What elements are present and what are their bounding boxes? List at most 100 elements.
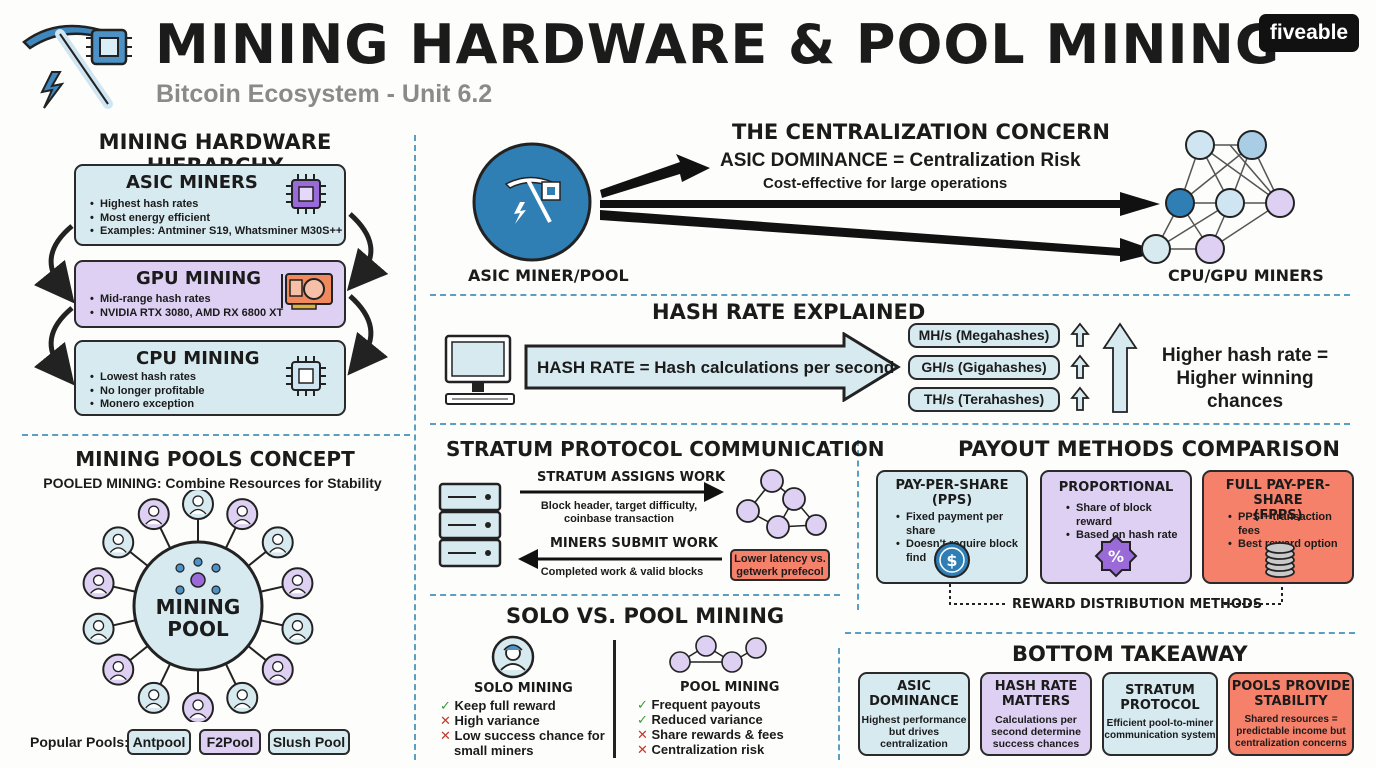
server-icon <box>438 482 502 568</box>
pool-title: POOL MINING <box>680 680 780 695</box>
divider-left <box>22 434 410 436</box>
hashrate-note: Higher hash rate = Higher winning chance… <box>1140 344 1350 413</box>
pool-tag-f2pool: F2Pool <box>199 729 261 755</box>
miner-user-icon <box>182 490 214 520</box>
solo-miner-icon <box>491 635 535 679</box>
takeaway-stratum-title2: PROTOCOL <box>1120 698 1200 713</box>
assigns-detail-line2: coinbase transaction <box>563 513 675 525</box>
pool-pro: ✓ Reduced variance <box>637 712 763 727</box>
unit-mhs-label: MH/s (Megahashes) <box>918 327 1050 343</box>
miner-user-icon <box>82 567 115 600</box>
centralization-line1: ASIC DOMINANCE = Centralization Risk <box>720 150 1081 171</box>
solo-pool-heading: SOLO VS. POOL MINING <box>506 604 785 628</box>
takeaway-pools-title2: STABILITY <box>1254 694 1328 709</box>
takeaway-hashrate-title1: HASH RATE <box>994 679 1078 694</box>
takeaway-card-stratum: STRATUM PROTOCOL Efficient pool-to-miner… <box>1102 672 1218 756</box>
computer-icon <box>444 334 515 405</box>
popular-pools-label: Popular Pools: <box>30 734 129 750</box>
centralization-diagram <box>472 142 1160 262</box>
asic-bullet: Highest hash rates <box>90 198 342 212</box>
pool-miners-icon <box>669 635 767 673</box>
cpu-title: CPU MINING <box>136 348 260 369</box>
solo-pro: ✓ Keep full reward <box>440 698 556 713</box>
unit-ths: TH/s (Terahashes) <box>908 387 1060 412</box>
solo-title: SOLO MINING <box>474 681 573 696</box>
svg-text:%: % <box>1108 547 1124 566</box>
cpu-bullet: Lowest hash rates <box>90 371 205 385</box>
cpu-gpu-label: CPU/GPU MINERS <box>1168 266 1324 285</box>
hashrate-note-line2: Higher winning chances <box>1176 368 1314 412</box>
pps-bullet: Doesn't require block find <box>896 538 1026 565</box>
takeaway-hashrate-desc2: second determine <box>991 726 1081 738</box>
coin-stack-icon <box>1265 542 1295 578</box>
pool-label-line-1: MINING <box>155 595 241 619</box>
divider-vertical-left <box>414 135 416 760</box>
reward-bracket <box>949 584 1283 605</box>
divider-payout <box>845 632 1355 634</box>
stratum-submit-label: MINERS SUBMIT WORK <box>550 536 718 551</box>
latency-note: Lower latency vs. getwerk prefecol <box>730 549 830 581</box>
pool-label-line-2: POOL <box>167 617 229 641</box>
hashrate-heading: HASH RATE EXPLAINED <box>652 300 926 324</box>
dollar-coin-icon: $ <box>934 542 970 578</box>
pool-tag-antpool: Antpool <box>127 729 191 755</box>
divider-centralization <box>430 294 1350 296</box>
gpu-title: GPU MINING <box>136 268 262 289</box>
stratum-assigns-label: STRATUM ASSIGNS WORK <box>537 470 726 485</box>
asic-bullet: Examples: Antminer S19, Whatsminer M30S+… <box>90 225 342 239</box>
miner-user-icon <box>261 653 294 686</box>
unit-ghs: GH/s (Gigahashes) <box>908 355 1060 380</box>
cpu-chip-icon <box>286 356 326 396</box>
fpps-bullet: PPS + transaction fees <box>1228 511 1352 538</box>
solo-con-continued: small miners <box>454 743 534 758</box>
takeaway-card-asic: ASIC DOMINANCE Highest performance but d… <box>858 672 970 756</box>
takeaway-pools-desc3: centralization concerns <box>1235 738 1347 749</box>
proportional-bullet: Share of block reward <box>1066 502 1190 529</box>
miner-user-icon <box>226 681 259 714</box>
takeaway-asic-desc1: Highest performance <box>861 714 967 726</box>
proportional-bullet: Based on hash rate <box>1066 529 1190 543</box>
takeaway-asic-title2: DOMINANCE <box>869 694 959 709</box>
pool-con: ✕ Share rewards & fees <box>637 727 784 742</box>
divider-hashrate <box>430 423 1350 425</box>
unit-ths-label: TH/s (Terahashes) <box>923 391 1045 407</box>
gpu-bullet: NVIDIA RTX 3080, AMD RX 6800 XT <box>90 307 283 321</box>
proportional-title: PROPORTIONAL <box>1058 480 1174 495</box>
latency-line2: getwerk prefecol <box>736 566 824 578</box>
proportional-card: PROPORTIONAL Share of block reward Based… <box>1040 470 1192 584</box>
takeaway-hashrate-desc3: success chances <box>992 738 1080 750</box>
takeaway-pools-title1: POOLS PROVIDE <box>1231 679 1351 694</box>
hierarchy-flow-arrows <box>33 212 389 386</box>
asic-card: ASIC MINERS Highest hash rates Most ener… <box>74 164 346 246</box>
solo-list: ✓ Keep full reward ✕ High variance ✕ Low… <box>440 698 605 758</box>
solo-con: ✕ Low success chance for <box>440 728 605 743</box>
pps-title-line1: PAY-PER-SHARE <box>895 478 1009 493</box>
stratum-heading: STRATUM PROTOCOL COMMUNICATION <box>446 437 885 461</box>
gpu-bullet: Mid-range hash rates <box>90 293 283 307</box>
svg-text:$: $ <box>946 551 957 570</box>
payout-heading: PAYOUT METHODS COMPARISON <box>958 437 1340 461</box>
latency-line1: Lower latency vs. <box>734 553 826 565</box>
pools-heading: MINING POOLS CONCEPT <box>75 447 355 471</box>
takeaway-pools-desc1: Shared resources = <box>1244 714 1338 725</box>
divider-takeaway <box>838 648 840 760</box>
takeaway-hashrate-title2: MATTERS <box>1001 694 1071 709</box>
hashrate-arrow-text: HASH RATE = Hash calculations per second <box>537 358 895 377</box>
pool-pro: ✓ Frequent payouts <box>637 697 761 712</box>
takeaway-stratum-desc2: communication system <box>1104 730 1216 741</box>
centralization-heading: THE CENTRALIZATION CONCERN <box>732 120 1110 144</box>
miner-user-icon <box>82 612 115 645</box>
miner-user-icon <box>261 526 294 559</box>
miner-user-icon <box>182 692 214 722</box>
page-title: MINING HARDWARE & POOL MINING <box>155 13 1281 76</box>
pool-con: ✕ Centralization risk <box>637 742 765 757</box>
miner-user-icon <box>102 653 135 686</box>
asic-bullet: Most energy efficient <box>90 212 342 226</box>
pps-card: PAY-PER-SHARE (PPS) Fixed payment per sh… <box>876 470 1028 584</box>
miner-user-icon <box>137 498 170 531</box>
fpps-card: FULL PAY-PER-SHARE (FPPS) PPS + transact… <box>1202 470 1354 584</box>
divider-stratum <box>430 594 840 596</box>
solo-con: ✕ High variance <box>440 713 540 728</box>
miner-network-icon <box>736 469 827 539</box>
takeaway-card-pools: POOLS PROVIDE STABILITY Shared resources… <box>1228 672 1354 756</box>
